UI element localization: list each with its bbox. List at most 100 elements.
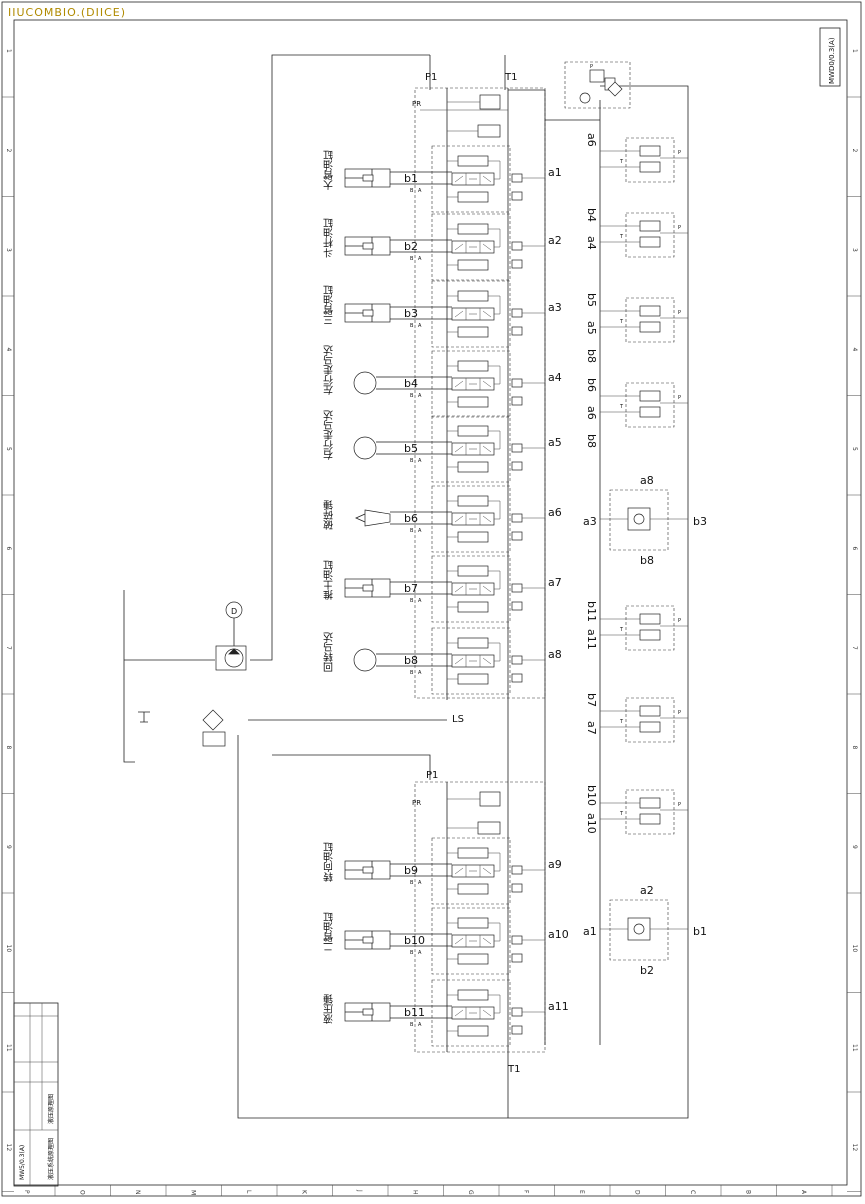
actuator-name-b11: 液压锤 (324, 994, 336, 1025)
pilot-head-a (511, 655, 523, 665)
svg-text:P: P (590, 64, 593, 70)
port-a-mark: A (418, 528, 422, 534)
port-a-mark: A (418, 188, 422, 194)
grid-number-right: 4 (851, 348, 858, 352)
actuator-name-b10: 二臂油缸 (324, 912, 336, 952)
grid-number-right: 6 (851, 547, 858, 551)
pilot-head-b (511, 259, 523, 269)
port-label-b7: b7 (404, 582, 418, 595)
hammer-icon (364, 509, 391, 527)
relief-symbol (457, 953, 489, 965)
grid-letter-bottom: L (245, 1190, 252, 1194)
pilot-port-label: a6 (585, 406, 598, 420)
grid-number-left: 5 (5, 447, 12, 451)
port-label-a3: a3 (548, 301, 562, 314)
port-t1-bottom: T1 (507, 1064, 520, 1075)
port-label-a11: a11 (548, 1000, 569, 1013)
pilot-valve-icon (639, 305, 661, 317)
filter-symbol (202, 709, 224, 731)
grid-number-left: 9 (5, 845, 12, 849)
pilot-port-label: a5 (585, 321, 598, 335)
relief-symbol (457, 673, 489, 685)
header-watermark: IIUCOMBIO.(DIICE) (8, 6, 126, 19)
pilot-head-a (511, 241, 523, 251)
section-outline (431, 415, 511, 483)
grid-letter-bottom: F (523, 1190, 530, 1194)
grid-number-right: 11 (851, 1044, 858, 1052)
port-label-b10: b10 (404, 934, 425, 947)
tank-vent-icon (138, 711, 150, 723)
pilot-p-mark: P (678, 310, 681, 316)
port-b-mark: B (410, 1022, 414, 1028)
port-a-mark: A (418, 880, 422, 886)
port-b-mark: B (410, 188, 414, 194)
pilot-head-a (511, 513, 523, 523)
grid-letter-bottom: M (190, 1190, 197, 1195)
compensator-symbol (457, 425, 489, 437)
section-outline (431, 485, 511, 553)
pilot-t-mark: T (619, 319, 624, 325)
pilot-valve-outline (625, 789, 675, 835)
pilot-valve-icon (639, 705, 661, 717)
grid-number-left: 4 (5, 348, 12, 352)
pilot-head-b (511, 1025, 523, 1035)
pilot-head-a (511, 1007, 523, 1017)
grid-number-left: 11 (5, 1044, 12, 1052)
port-label-a9: a9 (548, 858, 562, 871)
relief-symbol (457, 326, 489, 338)
port-b-mark: B (410, 598, 414, 604)
compensator-symbol (457, 565, 489, 577)
grid-letter-bottom: E (578, 1190, 585, 1194)
actuator-name-b9: 转向油缸 (324, 842, 336, 883)
grid-letter-bottom: H (412, 1190, 419, 1195)
relief-symbol (457, 601, 489, 613)
pilot-valve-icon (639, 613, 661, 625)
pilot-port-label: b3 (693, 515, 707, 528)
actuator-name-b5: 右行走马达 (324, 410, 336, 461)
pilot-t-mark: T (619, 234, 624, 240)
inner-border (13, 19, 848, 1186)
grid-letter-bottom: O (79, 1190, 86, 1195)
relief-symbol (457, 259, 489, 271)
grid-letter-bottom: K (301, 1190, 308, 1195)
port-a-mark: A (418, 1022, 422, 1028)
grid-number-left: 1 (5, 49, 12, 53)
section-outline (431, 837, 511, 905)
relief-symbol (457, 396, 489, 408)
pilot-head-a (511, 378, 523, 388)
pilot-head-a (511, 865, 523, 875)
port-b-mark: B (410, 458, 414, 464)
grid-letter-bottom: B (745, 1190, 752, 1194)
pilot-head-b (511, 191, 523, 201)
pilot-port-label: a11 (585, 629, 598, 650)
pilot-port-label: a2 (640, 884, 654, 897)
motor-icon (353, 371, 377, 395)
pilot-port-label: b10 (585, 785, 598, 806)
grid-letter-bottom: D (634, 1190, 641, 1195)
pump-label: D (231, 607, 237, 616)
title-block: 液压原理图 液压系统原理图 MW5/0.3(A) (13, 1002, 59, 1187)
drawing-number: MWD0/0.3(A) (828, 37, 836, 84)
compensator-symbol (457, 989, 489, 1001)
pilot-valve-outline (625, 212, 675, 258)
pilot-port-label: b4 (585, 208, 598, 222)
pilot-p-mark: P (678, 395, 681, 401)
port-label-a6: a6 (548, 506, 562, 519)
compensator-symbol (457, 495, 489, 507)
port-label-b1: b1 (404, 172, 418, 185)
hydraulic-lines (123, 54, 689, 1119)
pilot-port-label: b8 (585, 434, 598, 448)
port-label-b9: b9 (404, 864, 418, 877)
relief-symbol (457, 883, 489, 895)
pilot-p-mark: P (678, 802, 681, 808)
title-block-drawing: MW5/0.3(A) (19, 1145, 26, 1180)
section-outline (431, 979, 511, 1047)
